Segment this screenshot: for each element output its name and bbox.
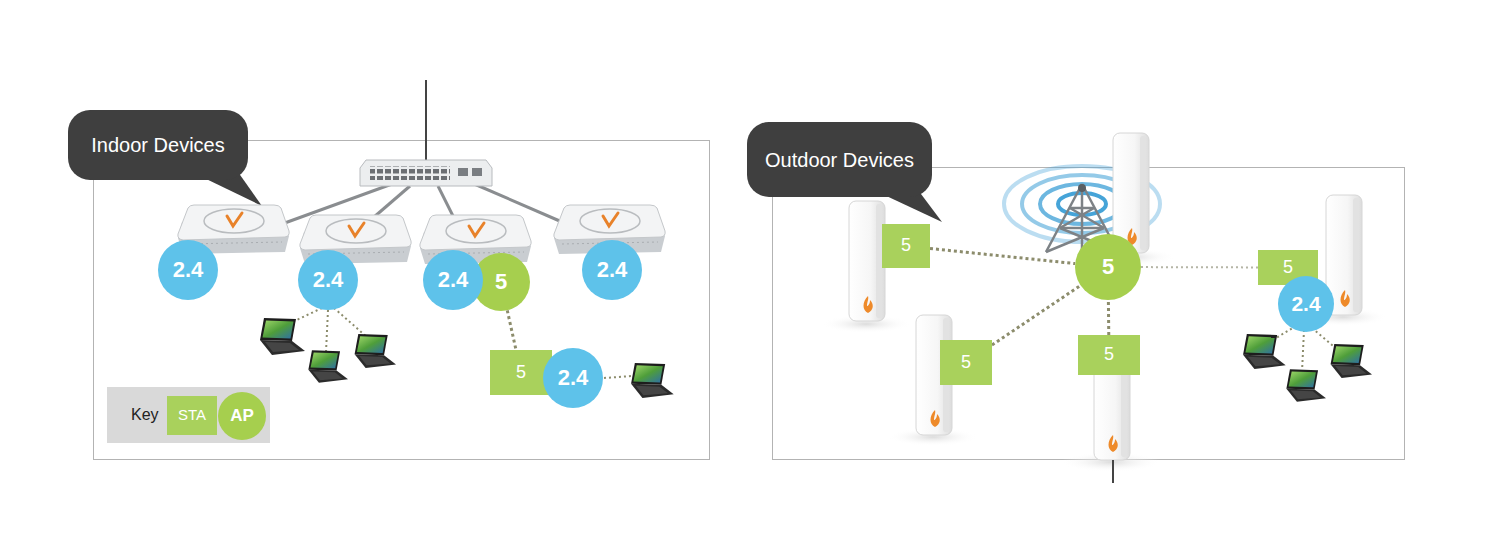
ap-radio-circle: 2.4 [543,348,603,408]
node-label: 2.4 [597,258,628,282]
node-label: Key [131,406,159,424]
node-label: STA [178,407,206,424]
sta-radio-box: 5 [1078,335,1140,375]
node-label: 5 [961,353,971,373]
ap-radio-circle: 2.4 [1278,276,1334,332]
ap-radio-circle: 5 [1075,234,1141,300]
callout-bubble: Indoor Devices [68,110,248,180]
sta-radio-box: 5 [882,224,930,268]
link-line [507,310,516,350]
node-label: Indoor Devices [91,134,224,156]
node-label: 2.4 [558,366,589,390]
ap-radio-circle: 2.4 [298,250,358,310]
node-label: 5 [1104,345,1114,365]
link-line [1141,266,1258,268]
ap-radio-circle: 2.4 [582,240,642,300]
callout-bubble: Outdoor Devices [747,122,932,197]
legend-ap-circle: AP [218,392,266,440]
node-label: 5 [495,270,507,294]
link-line [930,248,1075,263]
node-label: 5 [516,363,526,383]
link-line [1107,300,1110,335]
link-line [992,285,1081,345]
node-label: 2.4 [313,268,344,292]
node-label: 2.4 [173,258,204,282]
ap-radio-circle: 2.4 [423,250,483,310]
node-label: 5 [901,236,911,256]
ap-radio-circle: 2.4 [158,240,218,300]
legend-sta-box: STA [167,396,217,435]
node-label: AP [230,407,254,426]
node-label: Outdoor Devices [765,149,914,171]
node-label: 5 [1283,258,1293,278]
sta-radio-box: 5 [940,340,992,385]
node-label: 5 [1102,255,1114,279]
legend-box: Key STA AP [107,387,270,443]
node-label: 2.4 [1291,292,1320,315]
node-label: 2.4 [438,268,469,292]
